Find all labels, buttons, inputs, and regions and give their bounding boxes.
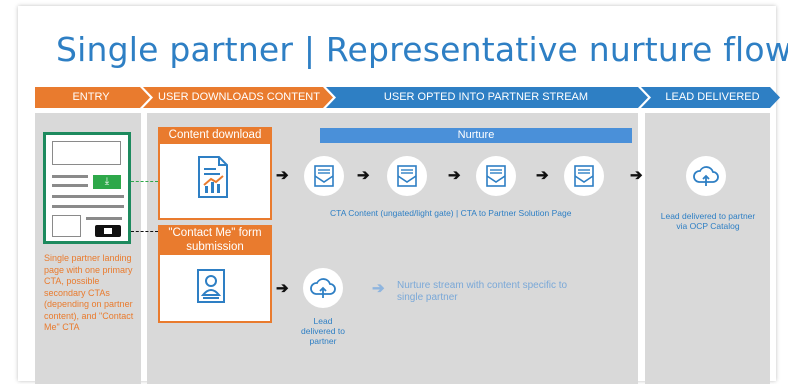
email-icon — [564, 156, 604, 196]
content-download-label: Content download — [158, 127, 272, 144]
stage-download-shape — [143, 87, 333, 108]
stage-entry: ENTRY — [72, 91, 110, 103]
lp-line — [52, 175, 88, 178]
arrow-right-icon: ➔ — [630, 167, 643, 184]
stage-downloads: USER DOWNLOADS CONTENT — [158, 91, 320, 103]
contact-connector — [131, 231, 158, 232]
email-icon — [476, 156, 516, 196]
lp-image-block — [52, 215, 81, 237]
arrow-right-icon: ➔ — [276, 167, 289, 184]
document-chart-icon — [198, 156, 228, 198]
contact-button-mock — [95, 225, 121, 237]
stage-opted-shape — [326, 87, 648, 108]
lp-line — [86, 217, 122, 220]
lp-line — [52, 184, 88, 187]
email-icon — [304, 156, 344, 196]
arrow-right-icon: ➔ — [357, 167, 370, 184]
nurture-bar: Nurture — [320, 128, 632, 143]
arrow-right-icon: ➔ — [372, 280, 385, 297]
cloud-upload-icon — [686, 156, 726, 196]
contact-me-label: "Contact Me" form submission — [158, 225, 272, 255]
email-icon — [387, 156, 427, 196]
stage-lead-shape — [641, 87, 780, 108]
lp-header-block — [52, 141, 121, 165]
bottom-edge — [0, 384, 788, 387]
arrow-right-icon: ➔ — [536, 167, 549, 184]
stage-chevrons — [35, 87, 780, 108]
download-arrow-icon: ⤓ — [93, 175, 121, 189]
cloud-upload-icon — [303, 268, 343, 308]
landing-page-mock: ⤓ — [43, 132, 131, 244]
lp-line — [52, 195, 124, 198]
stage-lead: LEAD DELIVERED — [665, 91, 760, 103]
lead-delivered-final-label: Lead delivered to partner via OCP Catalo… — [660, 211, 756, 231]
contact-card-icon — [197, 269, 225, 303]
lp-line — [52, 205, 124, 208]
download-connector — [131, 181, 158, 182]
nurture-stream-text: Nurture stream with content specific to … — [397, 280, 568, 303]
entry-description: Single partner landing page with one pri… — [44, 253, 134, 332]
lead-delivered-partner-label: Lead delivered to partner — [301, 316, 345, 346]
arrow-right-icon: ➔ — [448, 167, 461, 184]
slide-title: Single partner | Representative nurture … — [56, 30, 788, 69]
nurture-caption: CTA Content (ungated/light gate) | CTA t… — [330, 208, 572, 218]
arrow-right-icon: ➔ — [276, 280, 289, 297]
lead-panel — [645, 113, 770, 385]
stage-entry-shape — [35, 87, 150, 108]
stage-opted: USER OPTED INTO PARTNER STREAM — [383, 91, 589, 103]
